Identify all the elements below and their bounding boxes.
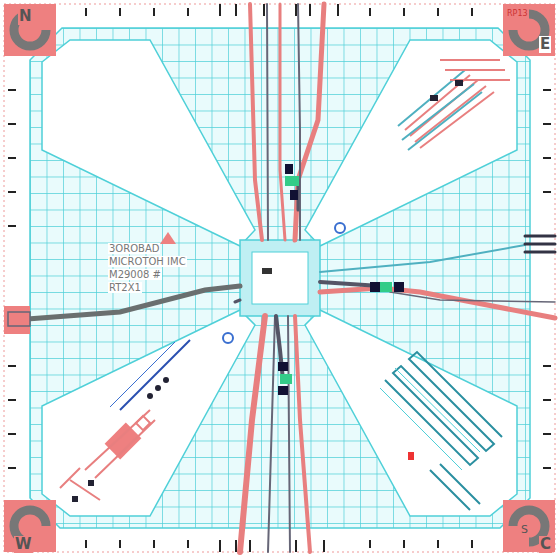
logo-text: 3OROBAD <box>108 243 160 254</box>
logo-text: M29008 # <box>108 269 162 280</box>
corner-pads <box>4 4 555 552</box>
logo-text: MICROTOH IMC <box>108 256 187 267</box>
edge-ticks <box>8 4 551 552</box>
membrane <box>240 240 320 316</box>
compass-label: C <box>539 536 552 553</box>
sensor-chips <box>223 164 404 395</box>
test-structure <box>60 340 190 502</box>
die-border <box>4 4 555 552</box>
die-id: RP13 <box>506 10 529 19</box>
serpentine-heater <box>380 352 502 510</box>
traces <box>14 4 555 552</box>
bond-pad <box>4 306 30 334</box>
logo-text: RT2X1 <box>108 282 142 293</box>
compass-label: N <box>18 8 33 25</box>
compass-label: W <box>14 536 33 553</box>
comb-structure <box>398 60 510 150</box>
compass-label: E <box>539 36 551 53</box>
logo-mark <box>160 232 176 244</box>
corner-label: S <box>520 524 529 536</box>
